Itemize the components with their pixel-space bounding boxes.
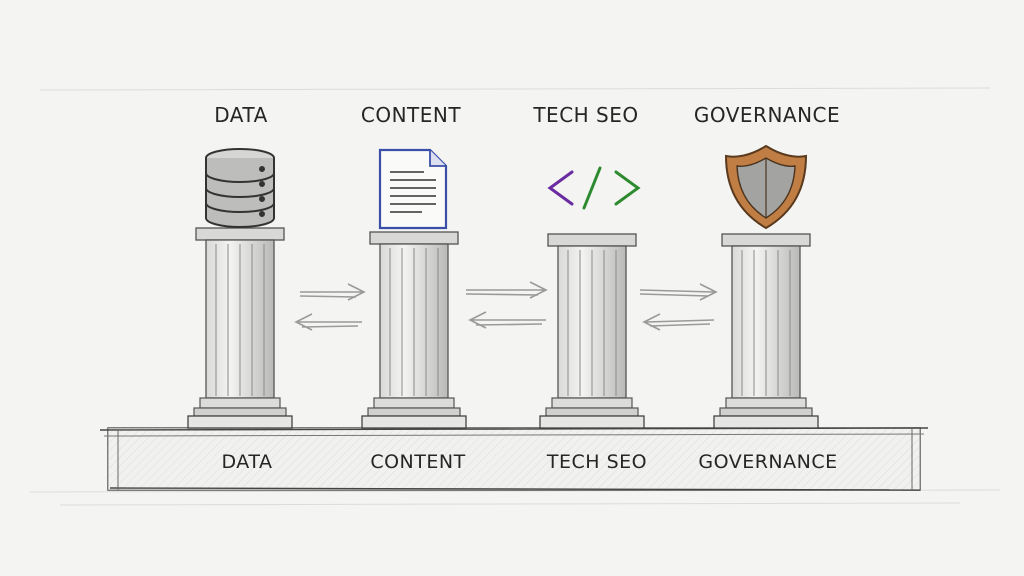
pillar-column (187, 227, 293, 429)
pillar-column (539, 233, 645, 429)
connector-arrows (294, 281, 718, 331)
base-label-governance: GOVERNANCE (698, 451, 838, 473)
pillar-top-label-content: CONTENT (360, 103, 462, 127)
pillar-column (361, 231, 467, 429)
shield-icon (724, 144, 808, 230)
pillar-top-label-tech-seo: TECH SEO (533, 103, 639, 127)
arrow-techseo-governance (639, 283, 718, 331)
document-icon (378, 148, 448, 230)
pillar-top-label-governance: GOVERNANCE (693, 103, 841, 127)
base-label-data: DATA (221, 451, 273, 473)
arrow-content-techseo (465, 281, 548, 329)
base-label-tech-seo: TECH SEO (546, 451, 648, 473)
arrow-data-content (294, 283, 366, 331)
code-icon (547, 166, 641, 210)
database-icon (205, 148, 275, 228)
pillar-top-label-data: DATA (214, 103, 268, 127)
base-label-content: CONTENT (370, 451, 466, 473)
pillar-column (713, 233, 819, 429)
